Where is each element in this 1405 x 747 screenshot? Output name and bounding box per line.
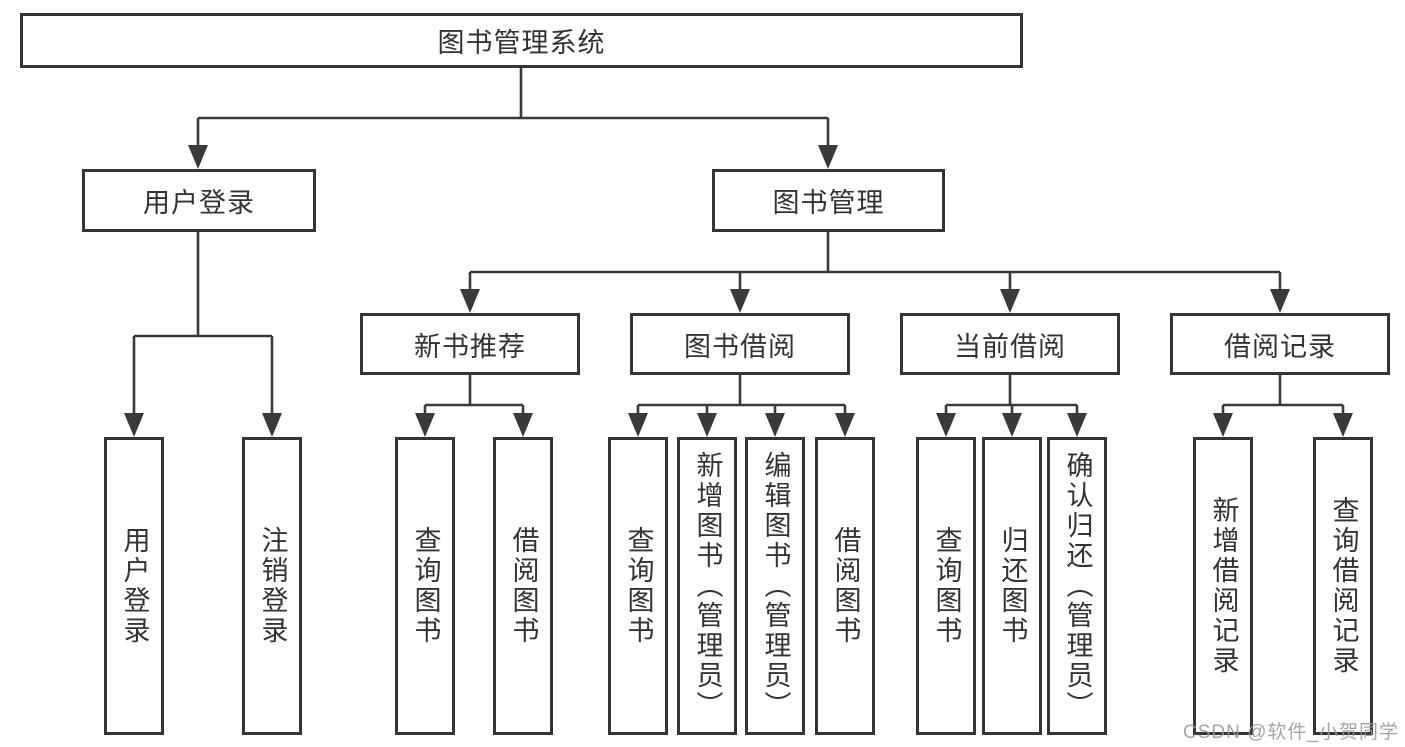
- leaf-query-books-current: 查询图书: [916, 437, 976, 735]
- leaf-edit-book-admin-label: 编辑图书（管理员）: [760, 451, 791, 721]
- node-current-borrow: 当前借阅: [900, 313, 1120, 375]
- node-borrow-records: 借阅记录: [1170, 313, 1390, 375]
- node-user-login-label: 用户登录: [143, 188, 255, 218]
- leaf-query-books-borrow: 查询图书: [608, 437, 668, 735]
- node-book-management: 图书管理: [712, 169, 945, 232]
- leaf-user-login-label: 用户登录: [119, 526, 150, 646]
- node-current-borrow-label: 当前借阅: [954, 331, 1066, 362]
- node-book-management-label: 图书管理: [772, 188, 885, 218]
- leaf-add-book-admin: 新增图书（管理员）: [677, 437, 737, 735]
- node-new-book-recommend: 新书推荐: [360, 313, 580, 375]
- arrowheads: [124, 145, 1353, 437]
- node-user-login: 用户登录: [82, 169, 316, 232]
- node-root-label: 图书管理系统: [437, 28, 606, 58]
- leaf-edit-book-admin: 编辑图书（管理员）: [745, 437, 805, 735]
- leaf-borrow-books-recommend: 借阅图书: [493, 437, 553, 735]
- node-book-borrow: 图书借阅: [630, 313, 850, 375]
- leaf-query-books-current-label: 查询图书: [931, 526, 962, 646]
- leaf-borrow-books-label: 借阅图书: [830, 526, 861, 646]
- leaf-query-borrow-record-label: 查询借阅记录: [1328, 496, 1359, 676]
- leaf-add-borrow-record: 新增借阅记录: [1193, 437, 1253, 735]
- leaf-borrow-books: 借阅图书: [815, 437, 875, 735]
- node-book-borrow-label: 图书借阅: [684, 331, 796, 362]
- node-borrow-records-label: 借阅记录: [1224, 331, 1336, 362]
- leaf-query-books-recommend: 查询图书: [395, 437, 455, 735]
- leaf-query-borrow-record: 查询借阅记录: [1313, 437, 1373, 735]
- leaf-logout-label: 注销登录: [257, 526, 288, 646]
- leaf-add-book-admin-label: 新增图书（管理员）: [692, 451, 723, 721]
- leaf-query-books-recommend-label: 查询图书: [410, 526, 441, 646]
- leaf-confirm-return-admin: 确认归还（管理员）: [1047, 437, 1107, 735]
- leaf-add-borrow-record-label: 新增借阅记录: [1208, 496, 1239, 676]
- leaf-logout: 注销登录: [242, 437, 302, 735]
- node-new-book-recommend-label: 新书推荐: [414, 331, 526, 362]
- leaf-borrow-books-recommend-label: 借阅图书: [508, 526, 539, 646]
- leaf-return-books-label: 归还图书: [997, 526, 1028, 646]
- leaf-return-books: 归还图书: [982, 437, 1042, 735]
- leaf-confirm-return-admin-label: 确认归还（管理员）: [1062, 451, 1093, 721]
- leaf-query-books-borrow-label: 查询图书: [623, 526, 654, 646]
- csdn-watermark: CSDN @软件_小贺同学: [1183, 722, 1399, 743]
- leaf-user-login: 用户登录: [104, 437, 164, 735]
- node-root-book-management-system: 图书管理系统: [20, 13, 1023, 68]
